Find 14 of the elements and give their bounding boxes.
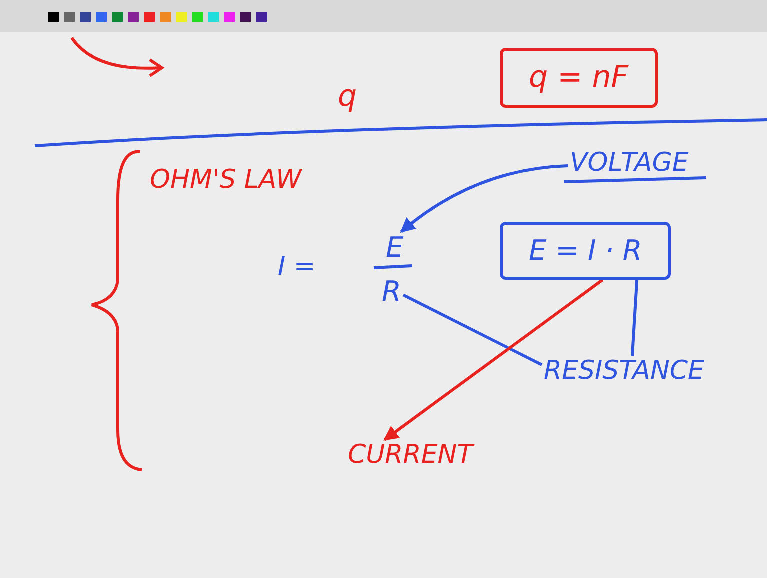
variable-label: q bbox=[336, 80, 360, 114]
arrow bbox=[384, 278, 604, 442]
denominator: R bbox=[380, 276, 404, 308]
numerator: E bbox=[384, 232, 406, 264]
term-label: CURRENT bbox=[346, 440, 476, 470]
arrow bbox=[400, 164, 568, 234]
formula-box: E = I · R bbox=[500, 222, 672, 280]
heading: OHM'S LAW bbox=[148, 165, 304, 195]
connector-line bbox=[630, 280, 639, 356]
equation-text: I = bbox=[278, 254, 316, 280]
formula-box: q = nF bbox=[500, 48, 658, 108]
term-label: RESISTANCE bbox=[542, 356, 706, 386]
term-label: VOLTAGE bbox=[568, 148, 691, 178]
connector-line bbox=[402, 294, 543, 366]
